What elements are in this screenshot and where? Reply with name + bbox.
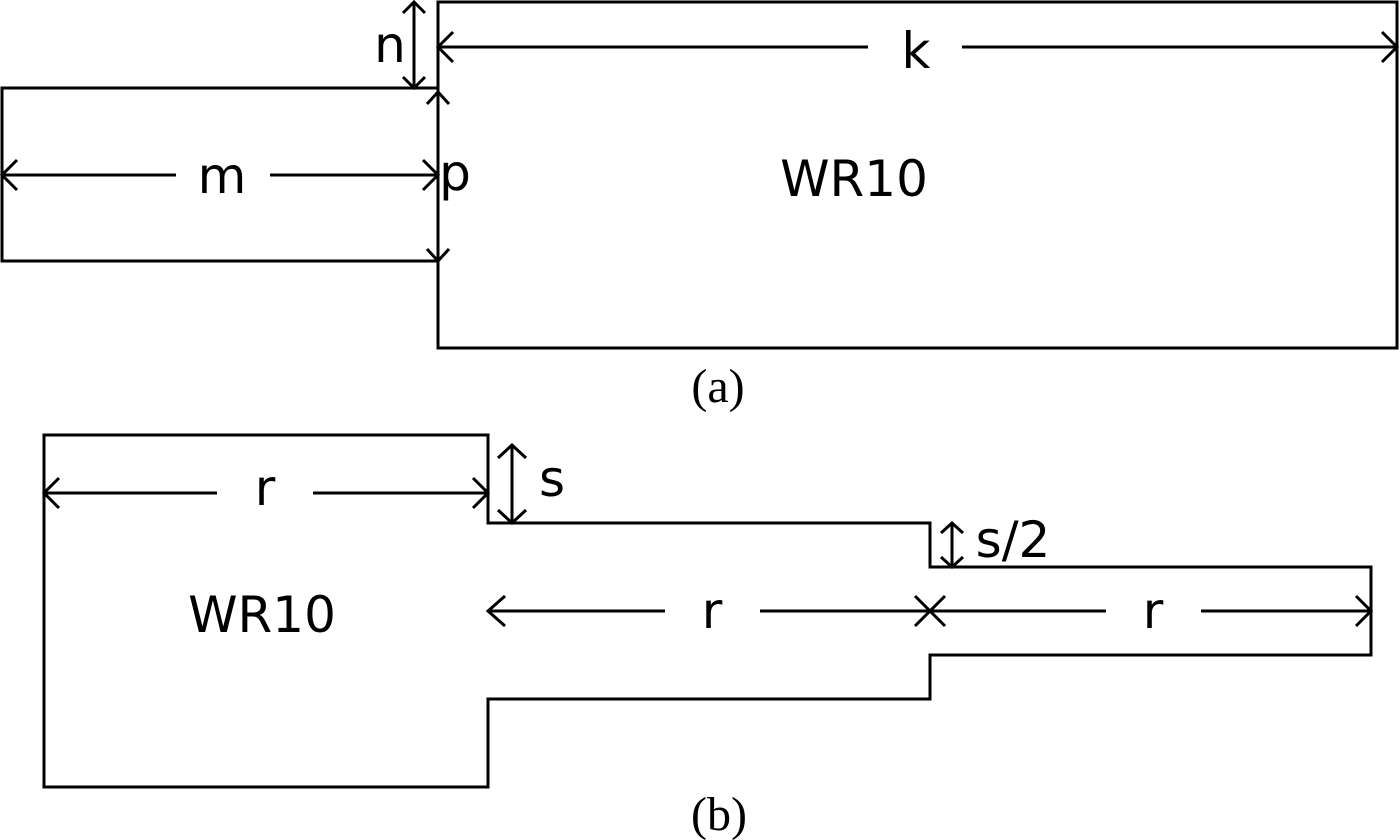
wr10-label-b: WR10 [188,586,336,644]
dimension-label-p: p [439,144,471,202]
caption-b: (b) [691,788,747,840]
caption-a: (a) [691,360,744,413]
dimension-r-first [41,476,491,510]
figure-b: r s s/2 r r [41,433,1374,789]
dimension-label-r-first: r [255,459,276,517]
dimension-p [425,89,451,264]
dimension-s-half [939,520,965,570]
dimension-k [435,30,1400,64]
dimension-label-r-second: r [702,582,723,640]
dimension-label-s-half: s/2 [976,511,1051,569]
stepped-transformer-outline [42,433,1373,789]
figure-a: n k m p WR10 [0,0,1400,350]
dimension-label-k: k [902,22,931,80]
dimension-label-r-third: r [1143,582,1164,640]
wr10-label-a: WR10 [780,150,928,208]
dimension-label-m: m [198,147,247,205]
dimension-r-third [927,594,1374,628]
dimension-s [496,442,528,526]
dimension-label-n: n [374,16,406,74]
dimension-n [401,0,427,91]
dimension-m [0,158,441,192]
dimension-label-s: s [539,450,565,508]
